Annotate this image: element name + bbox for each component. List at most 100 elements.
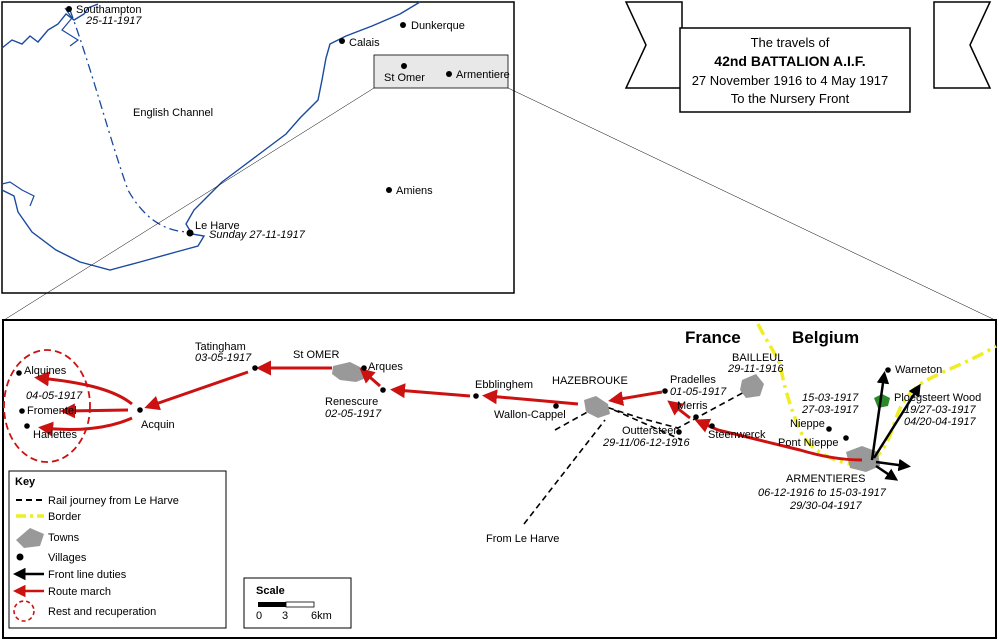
key-rail-label: Rail journey from Le Harve: [48, 495, 179, 507]
title-line-2: 42nd BATTALION A.I.F.: [714, 53, 865, 69]
scale-segment-1: [258, 602, 286, 607]
acquin-dot: [137, 407, 143, 413]
harlettes-label: Harlettes: [33, 429, 78, 441]
harlettes-dot: [24, 423, 30, 429]
town-armentieres: [846, 446, 880, 472]
route-pradelles-hazebrouke: [608, 390, 663, 406]
english-coast: [1, 3, 99, 49]
calais-label: Calais: [349, 37, 380, 49]
belgium-date-2: 27-03-1917: [801, 404, 859, 416]
nieppe-label: Nieppe: [790, 418, 825, 430]
key-front-label: Front line duties: [48, 569, 127, 581]
bailleul-date: 29-11-1916: [727, 363, 784, 375]
renescure-label: Renescure: [325, 396, 378, 408]
tatingham-dot: [252, 365, 258, 371]
rail-to-merris: [613, 409, 683, 441]
southampton-label: Southampton: [76, 4, 141, 16]
from-le-harve-label: From Le Harve: [486, 533, 559, 545]
renescure-dot: [380, 387, 386, 393]
warneton-dot: [885, 367, 891, 373]
zoom-line-left: [3, 87, 375, 321]
town-st-omer: [332, 362, 366, 382]
ploegsteert-date-1: 19/27-03-1917: [904, 404, 976, 416]
pradelles-dot: [662, 388, 668, 394]
inset-frame: [1, 1, 515, 294]
st-omer-dot: [401, 63, 407, 69]
route-acquin-harlettes: [38, 416, 133, 437]
banner-ribbon-right: [933, 1, 992, 89]
key-box: [8, 470, 227, 629]
belgium-date-1: 15-03-1917: [802, 392, 859, 404]
banner-box: [679, 27, 911, 113]
ploegsteert-label: Ploegsteert Wood: [894, 392, 981, 404]
calais-dot: [339, 38, 345, 44]
ploegsteert-date-2: 04/20-04-1917: [904, 416, 976, 428]
amiens-dot: [386, 187, 392, 193]
pradelles-date: 01-05-1917: [670, 386, 727, 398]
town-hazebrouke: [584, 396, 610, 418]
arques-label: Arques: [368, 361, 403, 373]
banner-ribbon-left: [624, 1, 683, 89]
merris-label: Merris: [677, 400, 708, 412]
hazebrouke-label: HAZEBROUKE: [552, 375, 628, 387]
rail-from-le-harve: [523, 419, 606, 525]
alquines-label: Alquines: [24, 365, 67, 377]
title-line-3: 27 November 1916 to 4 May 1917: [692, 73, 889, 88]
steenwerck-dot: [709, 423, 715, 429]
key-route-label: Route march: [48, 586, 111, 598]
crossing-route: [69, 9, 191, 233]
scale-bar: Scale 0 3 6km: [243, 577, 352, 629]
pont-nieppe-dot: [843, 435, 849, 441]
alquines-dot: [16, 370, 22, 376]
le-harve-dot: [186, 229, 194, 237]
country-france: France: [685, 328, 741, 347]
inset-map: Southampton 25-11-1917 Dunkerque Calais …: [1, 1, 515, 294]
pradelles-label: Pradelles: [670, 374, 716, 386]
le-harve-date: Sunday 27-11-1917: [209, 229, 306, 241]
southampton-date: 25-11-1917: [85, 15, 142, 27]
ebblinghem-dot: [473, 393, 479, 399]
renescure-date: 02-05-1917: [325, 408, 382, 420]
scale-tick-6: 6km: [311, 610, 332, 622]
armentiere-dot: [446, 71, 452, 77]
english-channel-label: English Channel: [133, 107, 213, 119]
route-wallon-ebblinghem: [482, 389, 579, 406]
route-ebblinghem-renescure: [390, 383, 471, 399]
french-coast: [1, 1, 421, 271]
armentieres-date-2: 29/30-04-1917: [789, 500, 862, 512]
town-bailleul: [740, 374, 764, 398]
detail-area-box: [373, 54, 509, 89]
merris-dot: [693, 414, 699, 420]
route-armentieres-merris: [694, 418, 863, 462]
warneton-label: Warneton: [895, 364, 942, 376]
alquines-date: 04-05-1917: [26, 390, 83, 402]
key-rest-symbol: [13, 600, 35, 622]
st-omer-main-label: St OMER: [293, 349, 340, 361]
fromentel-label: Fromentel: [27, 405, 77, 417]
english-coast-inlet: [61, 7, 80, 47]
key-town-label: Towns: [48, 532, 80, 544]
scale-tick-0: 0: [256, 610, 262, 622]
key-title: Key: [15, 476, 36, 488]
armentieres-date-1: 06-12-1916 to 15-03-1917: [758, 487, 887, 499]
country-belgium: Belgium: [792, 328, 859, 347]
acquin-label: Acquin: [141, 419, 175, 431]
key-rest-label: Rest and recuperation: [48, 606, 156, 618]
route-tatingham-acquin: [144, 370, 249, 411]
bailleul-label: BAILLEUL: [732, 352, 783, 364]
scale-title: Scale: [256, 585, 285, 597]
route-acquin-fromentel: [60, 403, 129, 419]
wallon-cappel-label: Wallon-Cappel: [494, 409, 566, 421]
route-merris-pradelles: [667, 400, 691, 420]
title-banner: The travels of 42nd BATTALION A.I.F. 27 …: [624, 1, 992, 113]
tatingham-date: 03-05-1917: [195, 352, 252, 364]
key-village-label: Villages: [48, 552, 87, 564]
southampton-dot: [66, 6, 72, 12]
fromentel-dot: [19, 408, 25, 414]
armentieres-label: ARMENTIERES: [786, 473, 865, 485]
key-town-symbol: [16, 528, 44, 548]
dunkerque-dot: [400, 22, 406, 28]
scale-segment-2: [285, 601, 315, 608]
le-harve-label: Le Harve: [195, 220, 240, 232]
